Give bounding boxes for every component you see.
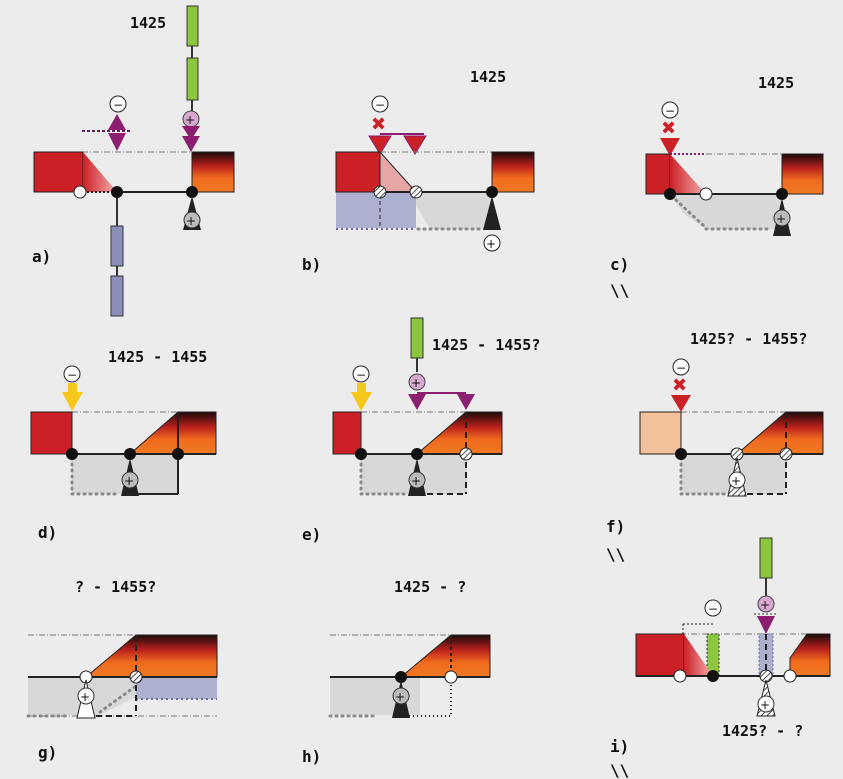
panel-d-caption: d) bbox=[38, 523, 57, 542]
svg-text:+: + bbox=[760, 598, 770, 612]
panel-i: + − + 1425? - ? i) \\ bbox=[610, 537, 831, 779]
svg-text:−: − bbox=[67, 368, 77, 382]
panel-c-extra: \\ bbox=[610, 281, 629, 300]
svg-text:+: + bbox=[776, 212, 786, 226]
panel-e: 1425 - 1455? + − + e) bbox=[302, 317, 540, 544]
svg-text:+: + bbox=[80, 690, 90, 704]
panel-h-date: 1425 - ? bbox=[394, 578, 466, 596]
panel-f-caption: f) bbox=[606, 517, 625, 536]
panel-h-caption: h) bbox=[302, 747, 321, 766]
panel-c-caption: c) bbox=[610, 255, 629, 274]
panel-b-caption: b) bbox=[302, 255, 321, 274]
panel-h: 1425 - ? + h) bbox=[302, 578, 491, 766]
orange-block bbox=[191, 151, 235, 193]
green-bar-top bbox=[186, 5, 199, 47]
panel-g-caption: g) bbox=[38, 743, 57, 762]
slate-bar-upper bbox=[110, 225, 124, 267]
peach-block bbox=[639, 411, 682, 455]
panel-b-date: 1425 bbox=[470, 68, 506, 86]
pull-arrow bbox=[108, 114, 126, 130]
svg-text:+: + bbox=[124, 474, 134, 488]
slate-bar-lower bbox=[110, 275, 124, 317]
svg-text:+: + bbox=[395, 690, 405, 704]
panel-d: 1425 - 1455 − + d) bbox=[30, 348, 217, 542]
plus-symbol: + bbox=[185, 113, 195, 127]
panel-f-date: 1425? - 1455? bbox=[690, 330, 807, 348]
panel-e-caption: e) bbox=[302, 525, 321, 544]
svg-text:+: + bbox=[186, 214, 196, 228]
panel-d-date: 1425 - 1455 bbox=[108, 348, 207, 366]
push-arrow bbox=[182, 126, 200, 140]
panel-f-extra: \\ bbox=[606, 545, 625, 564]
svg-text:−: − bbox=[356, 368, 366, 382]
panel-g-date: ? - 1455? bbox=[75, 578, 156, 596]
panel-a-caption: a) bbox=[32, 247, 51, 266]
panel-a: 1425 + − + a) bbox=[32, 5, 235, 317]
svg-text:−: − bbox=[665, 104, 675, 118]
green-bar bbox=[410, 317, 424, 359]
panel-i-caption: i) bbox=[610, 737, 629, 756]
panel-i-extra: \\ bbox=[610, 761, 629, 779]
panel-a-date: 1425 bbox=[130, 14, 166, 32]
svg-text:✖: ✖ bbox=[661, 118, 676, 139]
panel-c: 1425 − ✖ + c) \\ bbox=[610, 74, 824, 300]
panel-e-date: 1425 - 1455? bbox=[432, 336, 540, 354]
panel-f: 1425? - 1455? − ✖ + f) \\ bbox=[606, 330, 824, 564]
panel-b: 1425 − ✖ + b) bbox=[302, 68, 535, 274]
svg-text:−: − bbox=[375, 98, 385, 112]
svg-text:✖: ✖ bbox=[672, 375, 687, 396]
panel-g: ? - 1455? + g) bbox=[26, 578, 218, 762]
green-bar-lower bbox=[186, 57, 199, 101]
svg-text:+: + bbox=[731, 474, 741, 488]
green-bar bbox=[759, 537, 773, 579]
svg-text:+: + bbox=[486, 237, 496, 251]
svg-text:−: − bbox=[676, 361, 686, 375]
svg-text:−: − bbox=[708, 602, 718, 616]
svg-text:+: + bbox=[760, 698, 770, 712]
panel-c-date: 1425 bbox=[758, 74, 794, 92]
panel-i-date: 1425? - ? bbox=[722, 722, 803, 740]
red-block bbox=[33, 151, 84, 193]
svg-text:−: − bbox=[113, 98, 123, 112]
svg-text:+: + bbox=[411, 474, 421, 488]
svg-text:+: + bbox=[411, 376, 421, 390]
cross-mark: ✖ bbox=[371, 114, 386, 135]
